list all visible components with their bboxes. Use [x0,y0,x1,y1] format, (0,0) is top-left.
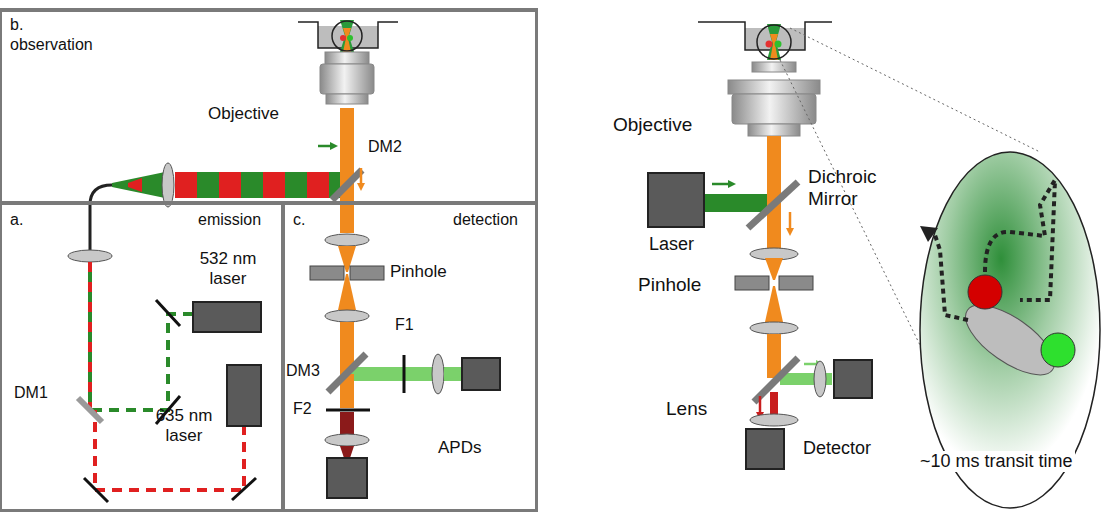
mirror-label: DM3 [286,362,320,380]
component-label: 635 nm laser [148,406,220,445]
laser-box [226,364,262,427]
panel-title: observation [10,36,93,54]
laser-box [647,172,705,228]
component-label: Pinhole [638,274,701,296]
laser-unit: Laser [645,172,709,260]
panel-letter: b. [10,16,23,34]
filter-label: F2 [293,400,312,418]
panel-title: detection [453,211,518,229]
laser-unit: 532 nm laser [192,249,268,333]
component-label: 532 nm laser [192,249,264,288]
detection-panel: c. detection [283,203,537,511]
detector-box [834,360,872,398]
apd-box [462,358,500,390]
component-label: Laser [649,234,694,255]
detector-unit: Detector [745,428,905,472]
component-label: Detector [803,438,871,459]
component-label: Objective [208,104,279,124]
panel-letter: c. [293,211,305,229]
filter-label: F1 [395,316,414,334]
mirror-label: Dichroic Mirror [808,166,890,210]
mirror-label: DM2 [368,138,402,156]
panel-title: emission [198,211,261,229]
laser-box [192,301,262,333]
emission-panel: a. emission 532 nm laser 635 nm laser [0,203,283,511]
component-label: Pinhole [390,262,447,282]
apd-box [327,458,367,498]
panel-letter: a. [10,211,23,229]
detector-box [745,428,785,470]
component-label: Lens [666,398,707,420]
mirror-label: DM1 [14,384,48,402]
detector-label: APDs [438,438,481,458]
component-label: Objective [613,114,692,136]
note: ~10 ms transit time [918,451,1075,472]
laser-unit: 635 nm laser [148,364,264,447]
